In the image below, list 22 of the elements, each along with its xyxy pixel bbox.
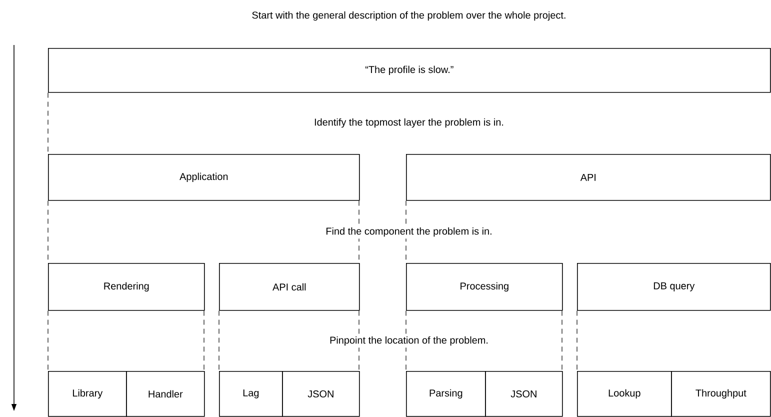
step-text: Find the component the problem is in. <box>324 225 494 239</box>
step-text: Identify the topmost layer the problem is in. <box>312 116 506 130</box>
dashed-guide-line <box>576 310 578 372</box>
layer-box: Throughput <box>671 371 771 417</box>
layer-box: Application <box>48 154 360 201</box>
layer-box: DB query <box>577 263 771 311</box>
layer-box: Lookup <box>577 371 672 417</box>
step-text: Start with the general description of the problem over the whole project. <box>250 9 568 23</box>
layer-box: JSON <box>485 371 563 417</box>
step-text: Pinpoint the location of the problem. <box>328 334 490 348</box>
layer-box: Processing <box>406 263 563 311</box>
layer-box: Library <box>48 371 127 417</box>
layer-box: Lag <box>219 371 283 417</box>
layer-box: “The profile is slow.” <box>48 48 771 93</box>
dashed-guide-line <box>358 310 360 372</box>
layer-box: API call <box>219 263 360 311</box>
layer-box: API <box>406 154 771 201</box>
layer-box: Handler <box>126 371 205 417</box>
dashed-guide-line <box>218 310 220 372</box>
layer-box: Parsing <box>406 371 486 417</box>
layer-box: JSON <box>282 371 360 417</box>
layer-box: Rendering <box>48 263 205 311</box>
